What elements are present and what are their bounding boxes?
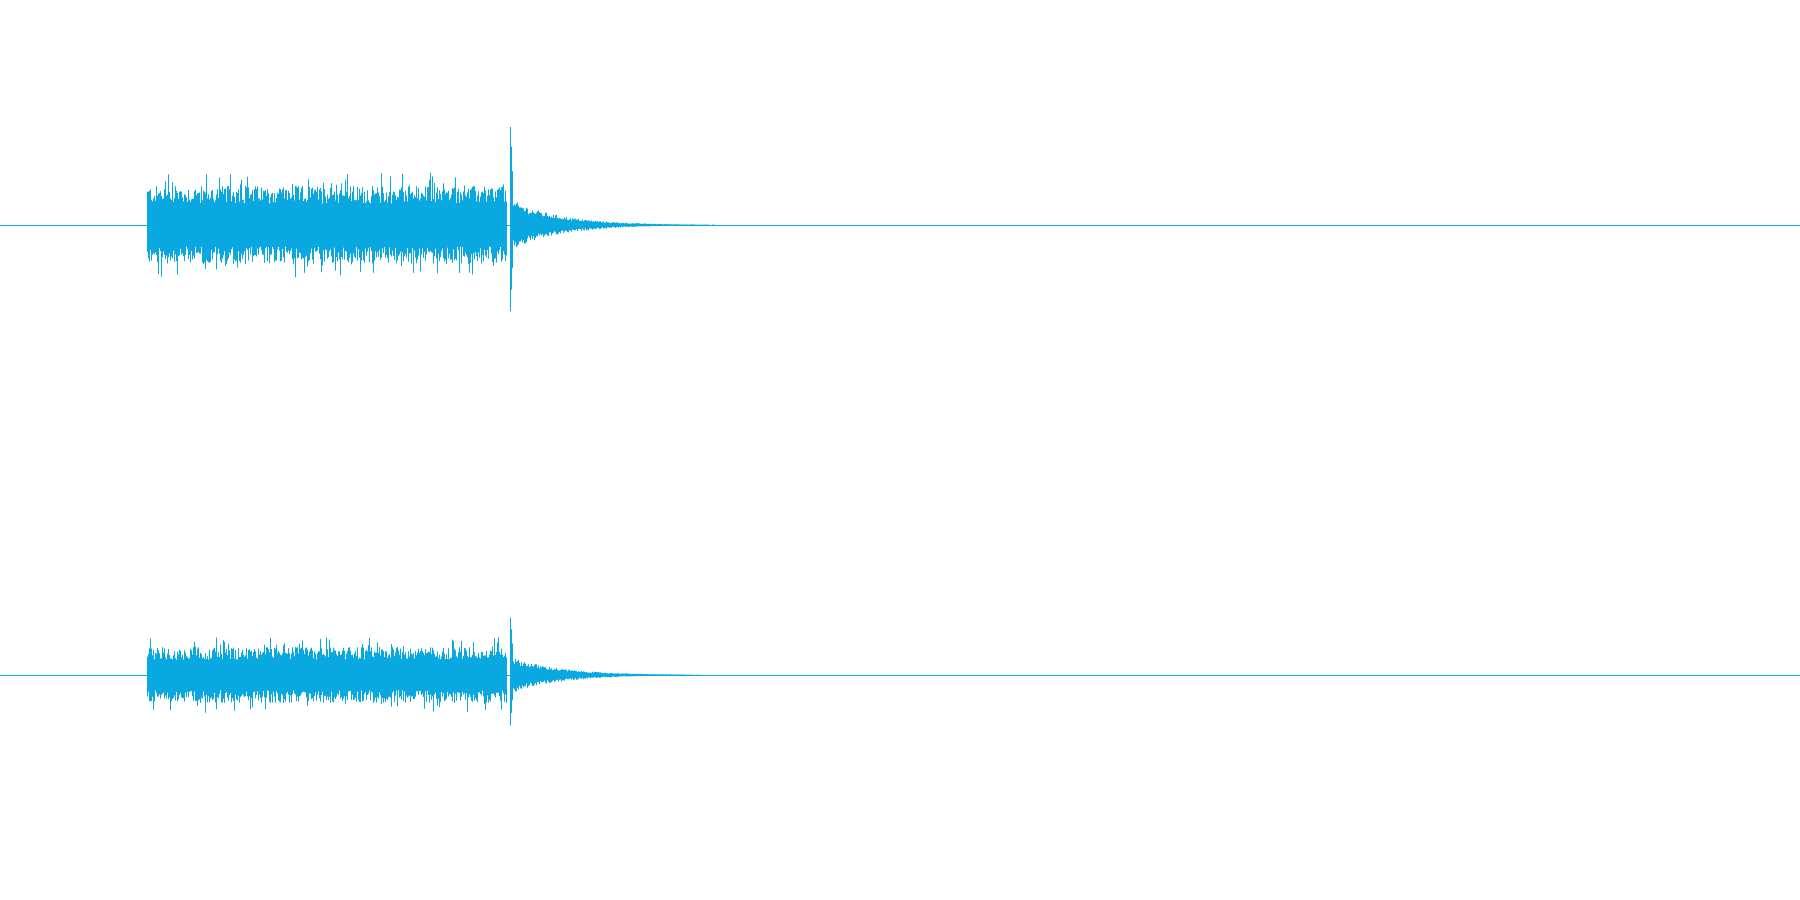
waveform-signal [147,127,715,312]
waveform-signal [147,617,702,726]
waveform-channel-1 [0,127,1800,312]
waveform-channel-2 [0,617,1800,726]
